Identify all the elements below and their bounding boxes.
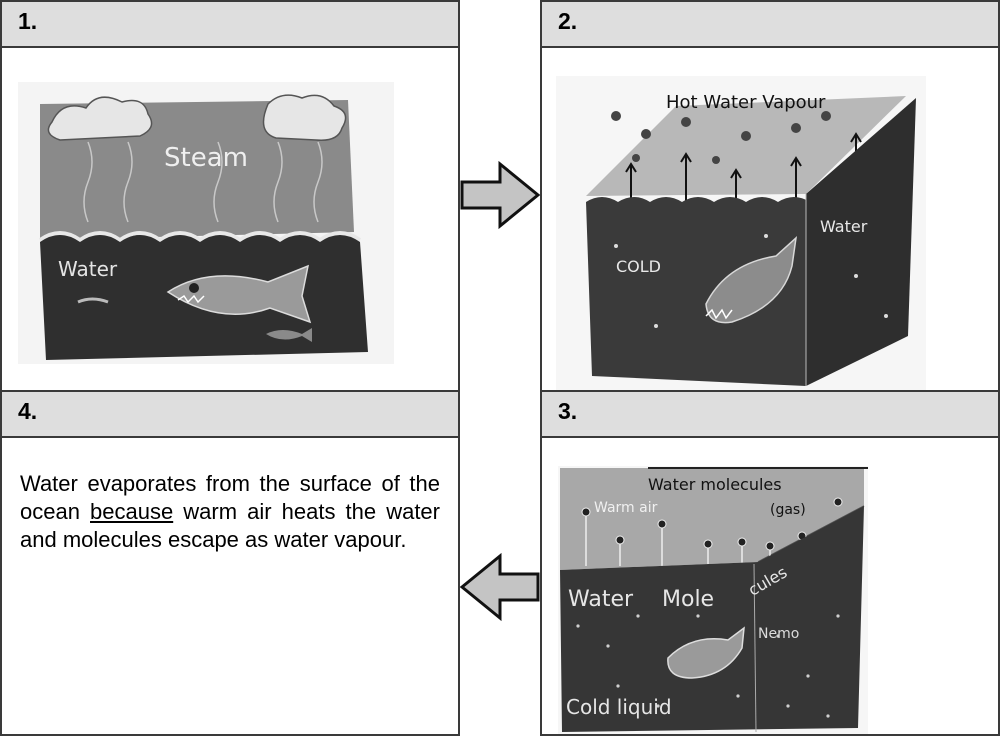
panel-1-body: Steam Water (2, 48, 458, 390)
panel-3-header: 3. (542, 392, 998, 438)
panel-2-body: Hot Water Vapour COLD Water (542, 48, 998, 390)
gas-label: (gas) (770, 502, 806, 518)
water-label-p3: Water (568, 587, 634, 612)
panel-2-header: 2. (542, 2, 998, 48)
panel-2-number: 2. (558, 8, 578, 34)
caption-text-before: Water evaporates from the surface of the… (20, 471, 440, 524)
nemo-label: Nemo (758, 626, 799, 642)
panel-4: 4. Water evaporates from the surface of … (0, 390, 460, 736)
hot-water-vapour-label: Hot Water Vapour (666, 92, 826, 113)
water-molecules-label: Water molecules (648, 475, 782, 494)
arrow-left (460, 552, 540, 622)
panel-3: 3. (540, 390, 1000, 736)
mole-label: Mole (662, 587, 714, 612)
caption-text-after: warm air heats the water and molecules e… (20, 499, 440, 552)
panel-1-number: 1. (18, 8, 38, 34)
panel-4-body: Water evaporates from the surface of the… (2, 438, 458, 734)
panel-1: 1. Steam (0, 0, 460, 392)
water-label-p1: Water (58, 257, 118, 281)
warm-air-label: Warm air (594, 500, 658, 516)
panel-3-number: 3. (558, 398, 578, 424)
panel-1-header: 1. (2, 2, 458, 48)
arrow-right (460, 160, 540, 230)
panel-4-header: 4. (2, 392, 458, 438)
caption-emphasis: because (90, 499, 174, 524)
panel-4-number: 4. (18, 398, 38, 424)
panel-2: 2. (540, 0, 1000, 392)
water-label-p2: Water (820, 217, 868, 236)
steam-label: Steam (164, 143, 248, 173)
cold-label: COLD (616, 257, 661, 276)
panel-1-illustration: Steam Water (18, 82, 394, 364)
panel-2-illustration: Hot Water Vapour COLD Water (556, 76, 926, 390)
cold-liquid-label: Cold liquid (566, 695, 672, 719)
panel-3-illustration: Water molecules Warm air (gas) Water Mol… (558, 466, 868, 734)
panel-4-caption: Water evaporates from the surface of the… (20, 470, 440, 554)
panel-3-body: Water molecules Warm air (gas) Water Mol… (542, 438, 998, 734)
